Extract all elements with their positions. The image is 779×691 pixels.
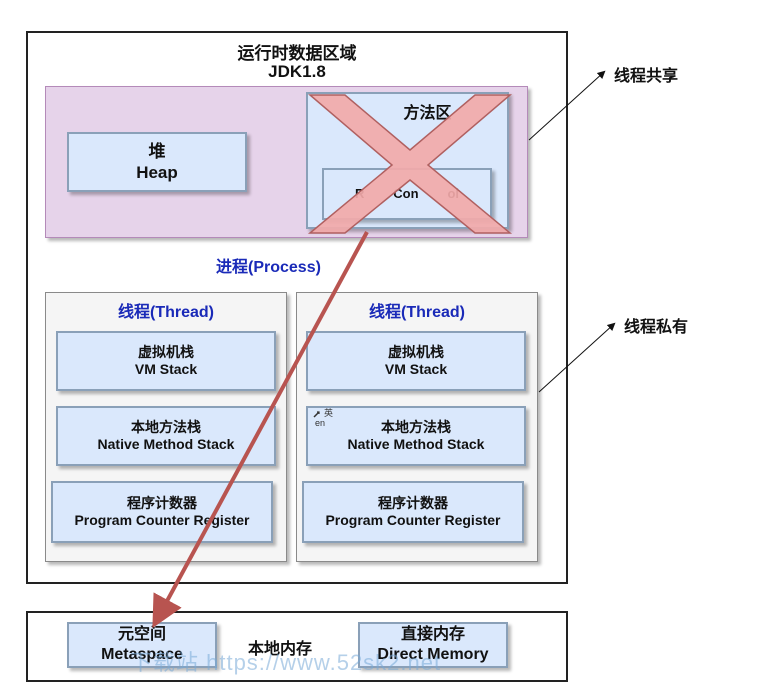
heap-label-en: Heap (136, 163, 178, 182)
runtime-area-title: 运行时数据区域 (237, 44, 357, 63)
thread-1-native-method-stack: 本地方法栈 Native Method Stack (56, 406, 276, 466)
method-area-label: 方法区 (403, 105, 452, 122)
thread-1-program-counter-register: 程序计数器 Program Counter Register (51, 481, 273, 543)
thread-shared-pointer (528, 70, 606, 141)
direct-memory-label-en: Direct Memory (377, 646, 489, 663)
heap-label-cn: 堆 (148, 141, 166, 161)
thread-2-vm-stack: 虚拟机栈 VM Stack (306, 331, 526, 391)
thread-2-label: 线程(Thread) (368, 304, 465, 321)
thread-shared-label: 线程共享 (614, 68, 679, 85)
thread-private-pointer (538, 322, 616, 393)
cross-out-icon (307, 94, 513, 234)
vm-stack-label-en: VM Stack (384, 361, 448, 377)
metaspace-label-cn: 元空间 (117, 626, 166, 643)
thread-2-native-method-stack: 本地方法栈 Native Method Stack (306, 406, 526, 466)
native-stack-label-en: Native Method Stack (347, 436, 485, 452)
pc-register-label-cn: 程序计数器 (127, 494, 197, 511)
thread-1-label: 线程(Thread) (117, 304, 214, 321)
direct-memory-label-cn: 直接内存 (400, 626, 465, 643)
pc-register-label-en: Program Counter Register (74, 512, 250, 528)
pc-register-label-en: Program Counter Register (325, 512, 501, 528)
vm-stack-label-cn: 虚拟机栈 (388, 343, 444, 360)
native-stack-label-cn: 本地方法栈 (131, 418, 201, 435)
heap-box: 堆 Heap (67, 132, 247, 192)
input-method-icon-cn: 英 (324, 408, 334, 418)
pc-register-label-cn: 程序计数器 (378, 494, 448, 511)
thread-2-program-counter-register: 程序计数器 Program Counter Register (302, 481, 524, 543)
metaspace-box: 元空间 Metaspace (67, 622, 217, 668)
watermark: 下载站 https://www.52sk2.net (130, 650, 442, 675)
local-memory-label: 本地内存 (248, 641, 313, 658)
method-area-to-metaspace-arrow (152, 231, 369, 629)
native-stack-label-cn: 本地方法栈 (381, 418, 451, 435)
runtime-area-subtitle: JDK1.8 (268, 62, 326, 81)
vm-stack-label-en: VM Stack (134, 361, 198, 377)
thread-private-label: 线程私有 (624, 319, 689, 336)
input-method-icon: 英 en (312, 408, 334, 430)
process-label: 进程(Process) (216, 259, 321, 276)
thread-1-vm-stack: 虚拟机栈 VM Stack (56, 331, 276, 391)
native-stack-label-en: Native Method Stack (97, 436, 235, 452)
metaspace-label-en: Metaspace (101, 646, 183, 663)
input-method-icon-en: en (315, 418, 326, 428)
vm-stack-label-cn: 虚拟机栈 (138, 343, 194, 360)
direct-memory-box: 直接内存 Direct Memory (358, 622, 508, 668)
